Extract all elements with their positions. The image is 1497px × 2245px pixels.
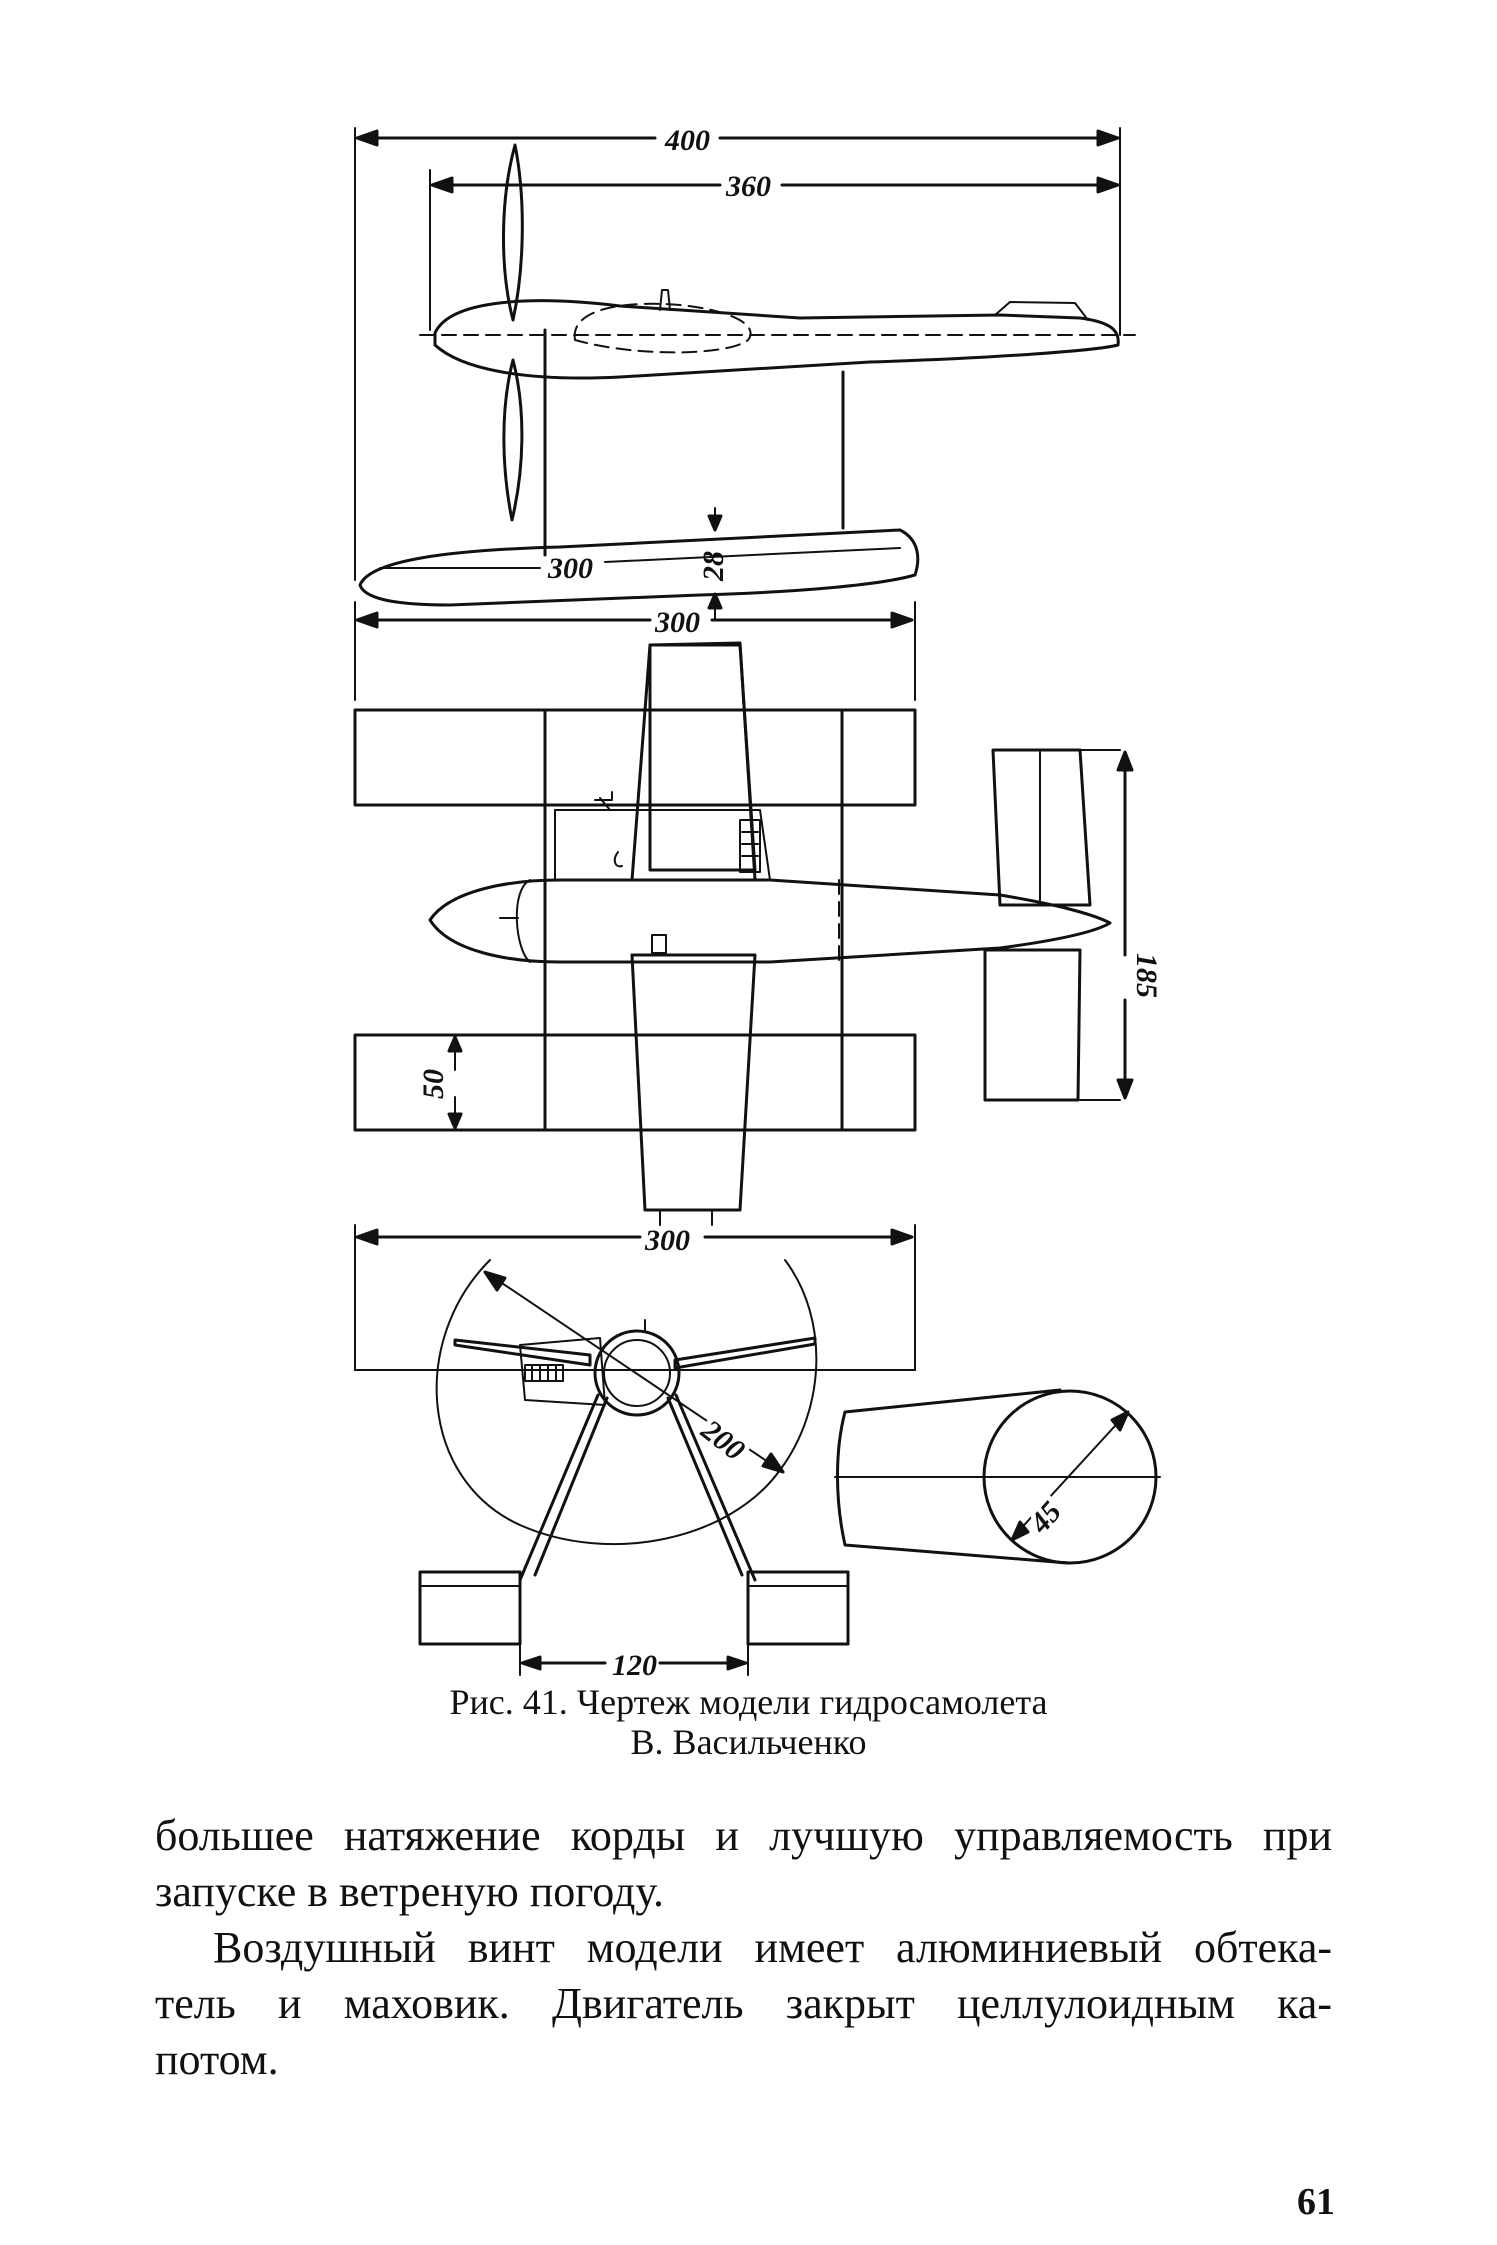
paragraph-2: Воздушный винт модели имеет алюминиевый … (155, 1920, 1332, 2088)
dim-float-height-label: 28 (697, 551, 730, 582)
dim-float-width-label: 50 (417, 1069, 450, 1099)
dim-400-label: 400 (664, 124, 710, 157)
dim-wingspan-label: 300 (654, 606, 700, 639)
paragraph-line: большее натяжение корды и лучшую управля… (155, 1811, 1332, 1860)
figure-caption: Рис. 41. Чертеж модели гидросамолета (449, 1682, 1048, 1722)
dim-float-length-side-label: 300 (547, 552, 593, 585)
float-section-view: 45 (834, 1388, 1161, 1565)
paragraph-line: тель и маховик. Двигатель закрыт целлуло… (155, 1979, 1332, 2028)
front-view: 300 200 (354, 1224, 916, 1682)
paragraph-line: потом. (155, 2035, 279, 2084)
paragraph-line: запуске в ветреную погоду. (155, 1867, 664, 1916)
seaplane-drawing: 400 360 300 28 (353, 124, 1163, 1682)
dim-front-span-label: 300 (644, 1224, 690, 1257)
dim-float-spacing-label: 120 (612, 1649, 657, 1682)
paragraph-line: Воздушный винт модели имеет алюминиевый … (213, 1923, 1332, 1972)
paragraph-1: большее натяжение корды и лучшую управля… (155, 1808, 1332, 1920)
dim-360-label: 360 (725, 170, 771, 203)
dim-stabilizer-span-label: 185 (1130, 953, 1163, 998)
side-view: 400 360 300 28 (354, 124, 1136, 621)
page-number: 61 (1297, 2181, 1335, 2223)
top-view: 300 50 (353, 601, 1163, 1226)
dim-float-section-label: 45 (1023, 1495, 1068, 1540)
figure-caption-author: В. Васильченко (630, 1722, 867, 1762)
